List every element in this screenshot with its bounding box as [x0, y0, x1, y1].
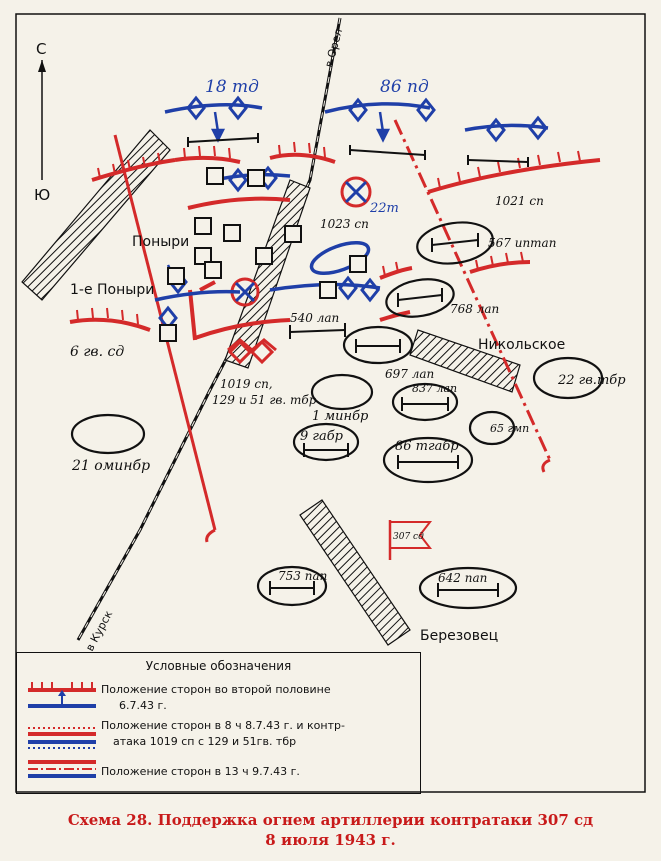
- unit-21ominbr: 21 оминбр: [71, 458, 150, 474]
- legend-item-3: Положение сторон в 13 ч 9.7.43 г.: [101, 765, 300, 778]
- place-nikolskoe: Никольское: [478, 337, 565, 353]
- place-ponyri: Поныри: [132, 234, 189, 250]
- legend-item-2-line-1: Положение сторон в 8 ч 8.7.43 г. и контр…: [101, 719, 345, 732]
- legend-symbol-3: [28, 760, 96, 778]
- legend-symbol-1: [28, 682, 96, 708]
- unit-1023sp: 1023 сп: [320, 217, 369, 231]
- flag-icon-307: [388, 520, 433, 560]
- red-front-ticks: [76, 141, 581, 325]
- hatched-area-west: [21, 129, 171, 301]
- unit-697lap: 697 лап: [385, 367, 434, 381]
- unit-86tgabr: 86 тгабр: [395, 439, 459, 454]
- unit-307sd: 307 сд: [393, 532, 424, 542]
- legend: Условные обозначения Положение сторон во…: [16, 652, 421, 794]
- caption: Схема 28. Поддержка огнем артиллерии кон…: [0, 810, 661, 850]
- place-ponyri-1: 1-е Поныри: [70, 282, 154, 298]
- unit-1021sp: 1021 сп: [495, 194, 544, 208]
- railway-line: [76, 17, 342, 641]
- gun-symbols: [269, 233, 499, 597]
- hatched-area-berezovets: [299, 499, 411, 646]
- red-crossed-circle: [340, 176, 372, 208]
- black-squares: [159, 167, 367, 342]
- unit-768lap: 768 лап: [450, 302, 499, 316]
- unit-567iptap: 567 иптап: [488, 236, 556, 250]
- hatched-area-nikolskoe: [409, 329, 521, 393]
- unit-1019sp: 1019 сп,: [220, 377, 273, 391]
- artillery-ovals: [70, 221, 604, 610]
- unit-837lap: 837 лап: [412, 382, 457, 395]
- label-to-orel: в Орел: [322, 27, 345, 68]
- unit-22gtbr: 22 гв.тбр: [557, 373, 626, 388]
- legend-item-1-line-2: 6.7.43 г.: [119, 699, 167, 712]
- legend-item-2-line-2: атака 1019 сп с 129 и 51гв. тбр: [113, 735, 297, 748]
- unit-65gmp: 65 гмп: [490, 422, 529, 435]
- north-arrow-icon: [38, 60, 46, 180]
- hatched-area-ponyri: [224, 179, 311, 369]
- unit-129-51tbr: 129 и 51 гв. тбр: [212, 393, 317, 407]
- unit-18td: 18 тд: [205, 77, 259, 97]
- blue-diamonds: [158, 95, 548, 331]
- unit-6gvsd: 6 гв. сд: [70, 344, 124, 360]
- unit-753pap: 753 пап: [278, 569, 327, 583]
- unit-86pd: 86 пд: [380, 77, 429, 97]
- unit-1minbr: 1 минбр: [312, 409, 369, 424]
- black-range-lines: [187, 133, 529, 167]
- map-frame: [15, 13, 646, 793]
- label-to-kursk: в Курск: [83, 608, 115, 653]
- unit-9gabr: 9 габр: [300, 429, 344, 444]
- caption-line-2: 8 июля 1943 г.: [265, 831, 396, 849]
- legend-item-1-line-1: Положение сторон во второй половине: [101, 683, 331, 696]
- north-label: С: [36, 40, 46, 58]
- caption-line-1: Схема 28. Поддержка огнем артиллерии кон…: [67, 811, 594, 829]
- place-berezovets: Березовец: [420, 628, 498, 644]
- unit-540lap: 540 лап: [290, 311, 339, 325]
- legend-title: Условные обозначения: [145, 659, 292, 673]
- legend-symbol-2: [28, 727, 96, 749]
- south-label: Ю: [34, 186, 50, 204]
- red-front-lines: [69, 152, 601, 340]
- unit-642pap: 642 пап: [438, 571, 487, 585]
- unit-22t: 22т: [369, 201, 399, 216]
